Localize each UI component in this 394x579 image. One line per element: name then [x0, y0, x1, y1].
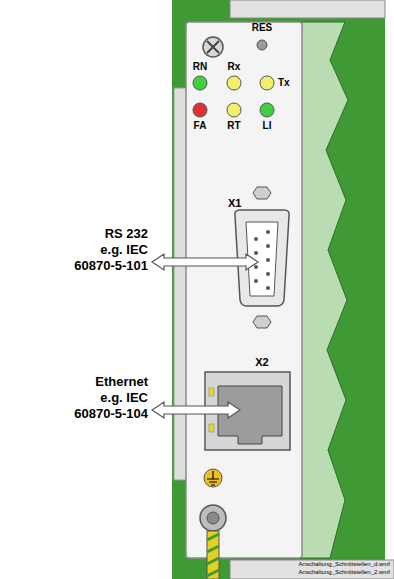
file-name: Anschaltung_Schnittstellen_2.wmf: [299, 569, 390, 576]
protocol-note: e.g. IEC 60870-5-101: [64, 242, 148, 273]
rj45-led: [209, 424, 214, 432]
top-rail: [230, 0, 385, 18]
button-label: RES: [252, 22, 273, 34]
led-green: [193, 76, 207, 90]
interface-name: Ethernet: [95, 374, 148, 390]
bottom-rail: [230, 560, 394, 579]
screw: [203, 37, 223, 57]
led-red: [193, 103, 207, 117]
earth-sign: [207, 471, 219, 485]
screw-slot: [207, 41, 219, 53]
led-label: Rx: [228, 61, 241, 73]
dsub-pins: [254, 230, 270, 290]
housing: [172, 0, 385, 579]
cable-stripes: [207, 534, 219, 576]
led-label: LI: [263, 120, 272, 132]
double-arrow: [152, 254, 258, 270]
led-label: Tx: [278, 77, 290, 89]
led-yellow: [227, 76, 241, 90]
connector-label: X1: [228, 197, 241, 210]
cable-gland-core: [207, 512, 219, 524]
cable-gland: [200, 505, 226, 531]
side-break: [300, 22, 348, 558]
hex-bolt: [253, 187, 271, 199]
protocol-note: e.g. IEC 60870-5-104: [64, 390, 148, 421]
double-arrow: [152, 402, 240, 418]
led-label: FA: [194, 120, 207, 132]
led-yellow: [260, 76, 274, 90]
rj45-led: [209, 388, 214, 396]
led-green: [260, 103, 274, 117]
file-name: Anschaltung_Schnittstellen_d.wmf: [299, 561, 390, 568]
earth-cable: [207, 531, 219, 579]
connector-label: X2: [255, 356, 268, 369]
led-label: RN: [193, 61, 207, 73]
led-yellow: [227, 103, 241, 117]
reset-button: [257, 40, 267, 50]
led-label: RT: [227, 120, 240, 132]
earth-symbol: [204, 469, 222, 487]
hex-bolt: [253, 316, 271, 328]
interface-name: RS 232: [105, 226, 148, 242]
front-plate: [186, 22, 302, 558]
